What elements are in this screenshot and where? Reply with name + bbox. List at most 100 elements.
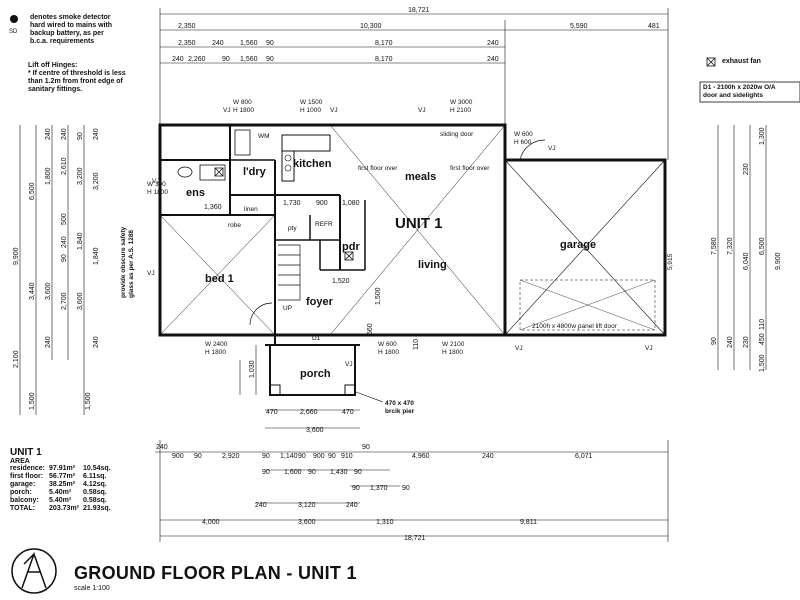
window-2-w: W 1500 [300, 99, 323, 106]
bottom-dimensions: 240 900 90 2,920 90 1,140 90 900 90 910 … [156, 409, 593, 542]
label-panel-door: 2100h x 4800w panel lift door [532, 323, 618, 330]
area-label: balcony: [10, 497, 39, 504]
exhaust-fan-icon [706, 57, 716, 67]
vj-2: VJ [330, 107, 338, 114]
dim-bot2-4: 90 [354, 469, 362, 476]
dim-top2-e: 8,170 [375, 40, 393, 47]
dim-top3-g: 240 [487, 56, 499, 63]
dim-porch-1: 2,660 [300, 409, 318, 416]
dim-bot1-4: 90 [262, 453, 270, 460]
dim-bot1-3: 2,920 [222, 453, 240, 460]
area-squares: 4.12sq. [83, 481, 107, 488]
dim-inner-1: 1,730 [283, 200, 301, 207]
area-subheading: AREA [10, 458, 30, 465]
vj-markers: VJ VJ VJ VJ VJ VJ VJ VJ VJ [147, 107, 653, 368]
dim-left-c2-4: 1,500 [85, 392, 92, 410]
dim-left-c1-2: 2,100 [13, 350, 20, 368]
dim-bot1-8: 90 [328, 453, 336, 460]
dim-bot2-3: 1,430 [330, 469, 348, 476]
label-sliding-door: sliding door [440, 131, 474, 138]
dim-left-c4-2: 1,840 [77, 232, 84, 250]
house-outline [158, 123, 507, 337]
area-metric: 203.73m² [49, 505, 79, 512]
dim-right-total: 9,900 [775, 252, 782, 270]
brick-pier-line-2: brcik pier [385, 408, 415, 415]
obscure-glass-line-2: glass as per A.S. 1288 [128, 230, 135, 298]
room-ldry: l'dry [243, 166, 267, 178]
room-unit: UNIT 1 [395, 215, 443, 232]
dim-right-c4-0: 6,500 [759, 237, 766, 255]
dim-inner-3: 1,080 [342, 200, 360, 207]
window-5-w: W 600 [514, 131, 533, 138]
dim-right-c3-0: 230 [743, 163, 750, 175]
dim-bot2-2: 90 [308, 469, 316, 476]
vj-5: VJ [147, 270, 155, 277]
dim-left-c1-0: 6,500 [29, 182, 36, 200]
smoke-detector-icon [10, 15, 18, 23]
window-8-w: W 2100 [442, 341, 465, 348]
dim-left-c2-2: 3,600 [45, 282, 52, 300]
room-kitchen: kitchen [293, 158, 332, 170]
ens-exhaust-icon [214, 167, 224, 177]
label-garage-height: 5,915 [667, 253, 674, 270]
window-3-h: H 2100 [450, 107, 471, 114]
smoke-note: denotes smoke detector hard wired to mai… [30, 14, 112, 46]
vj-6: VJ [152, 178, 160, 185]
dim-bot1-5: 1,140 [280, 453, 298, 460]
dim-left-c1-3: 1,500 [29, 392, 36, 410]
window-7-h: H 1800 [378, 349, 399, 356]
dim-inner-8: 1,030 [249, 360, 256, 378]
exhaust-fan-note: exhaust fan [722, 58, 761, 65]
dim-left-c3-5: 2,700 [61, 292, 68, 310]
dim-top1-b: 10,300 [360, 23, 382, 30]
dim-bot5-3: 9,811 [520, 519, 537, 526]
room-foyer: foyer [306, 296, 334, 308]
door-spec-line: D1 - 2100h x 2020w O/A [703, 84, 776, 91]
dim-left-c3-2: 500 [61, 213, 68, 225]
dim-bot5-1: 3,600 [298, 519, 316, 526]
window-4-w: W 300 [147, 181, 166, 188]
window-6-h: H 1800 [205, 349, 226, 356]
porch-outline [269, 345, 356, 396]
internal-dimensions: 1,360 1,730 900 1,080 1,520 1,500 560 11… [204, 200, 420, 378]
dim-bot1-1: 900 [172, 453, 184, 460]
dim-left-c4-0: 90 [77, 132, 84, 140]
dim-right-c3-2: 230 [743, 336, 750, 348]
dim-left-c3-4: 90 [61, 254, 68, 262]
dim-right-c1-1: 90 [711, 337, 718, 345]
label-first-floor-over-1: first floor over [358, 165, 398, 172]
room-meals: meals [405, 171, 436, 183]
dim-right-c4-1: 1,300 [759, 127, 766, 145]
room-bed1: bed 1 [205, 273, 234, 285]
door-spec-note: D1 - 2100h x 2020w O/A door and sideligh… [703, 84, 776, 100]
dim-top3-c: 90 [222, 56, 230, 63]
area-label: TOTAL: [10, 505, 36, 512]
area-squares: 6.11sq. [83, 473, 107, 480]
dim-left-c3-0: 240 [61, 128, 68, 140]
area-squares: 10.54sq. [83, 465, 111, 472]
dim-left-total: 9,900 [13, 247, 20, 265]
dim-bot5-2: 1,310 [376, 519, 394, 526]
smoke-note-line: backup battery, as per [30, 30, 104, 37]
dim-top1-d: 481 [648, 23, 660, 30]
dim-bot1-12: 240 [482, 453, 494, 460]
dim-bot1-2: 90 [194, 453, 202, 460]
label-pty: pty [288, 225, 297, 232]
vj-3: VJ [418, 107, 426, 114]
area-metric: 5.40m² [49, 489, 72, 496]
dim-left-c3-3: 240 [61, 236, 68, 248]
area-squares: 21.93sq. [83, 505, 111, 512]
dim-top3-a: 240 [172, 56, 184, 63]
area-metric: 5.40m² [49, 497, 72, 504]
label-refr: REFR [315, 221, 333, 228]
vj-9: VJ [645, 345, 653, 352]
smoke-note-line: denotes smoke detector [30, 14, 111, 21]
dim-porch-0: 470 [266, 409, 278, 416]
window-2-h: H 1000 [300, 107, 321, 114]
